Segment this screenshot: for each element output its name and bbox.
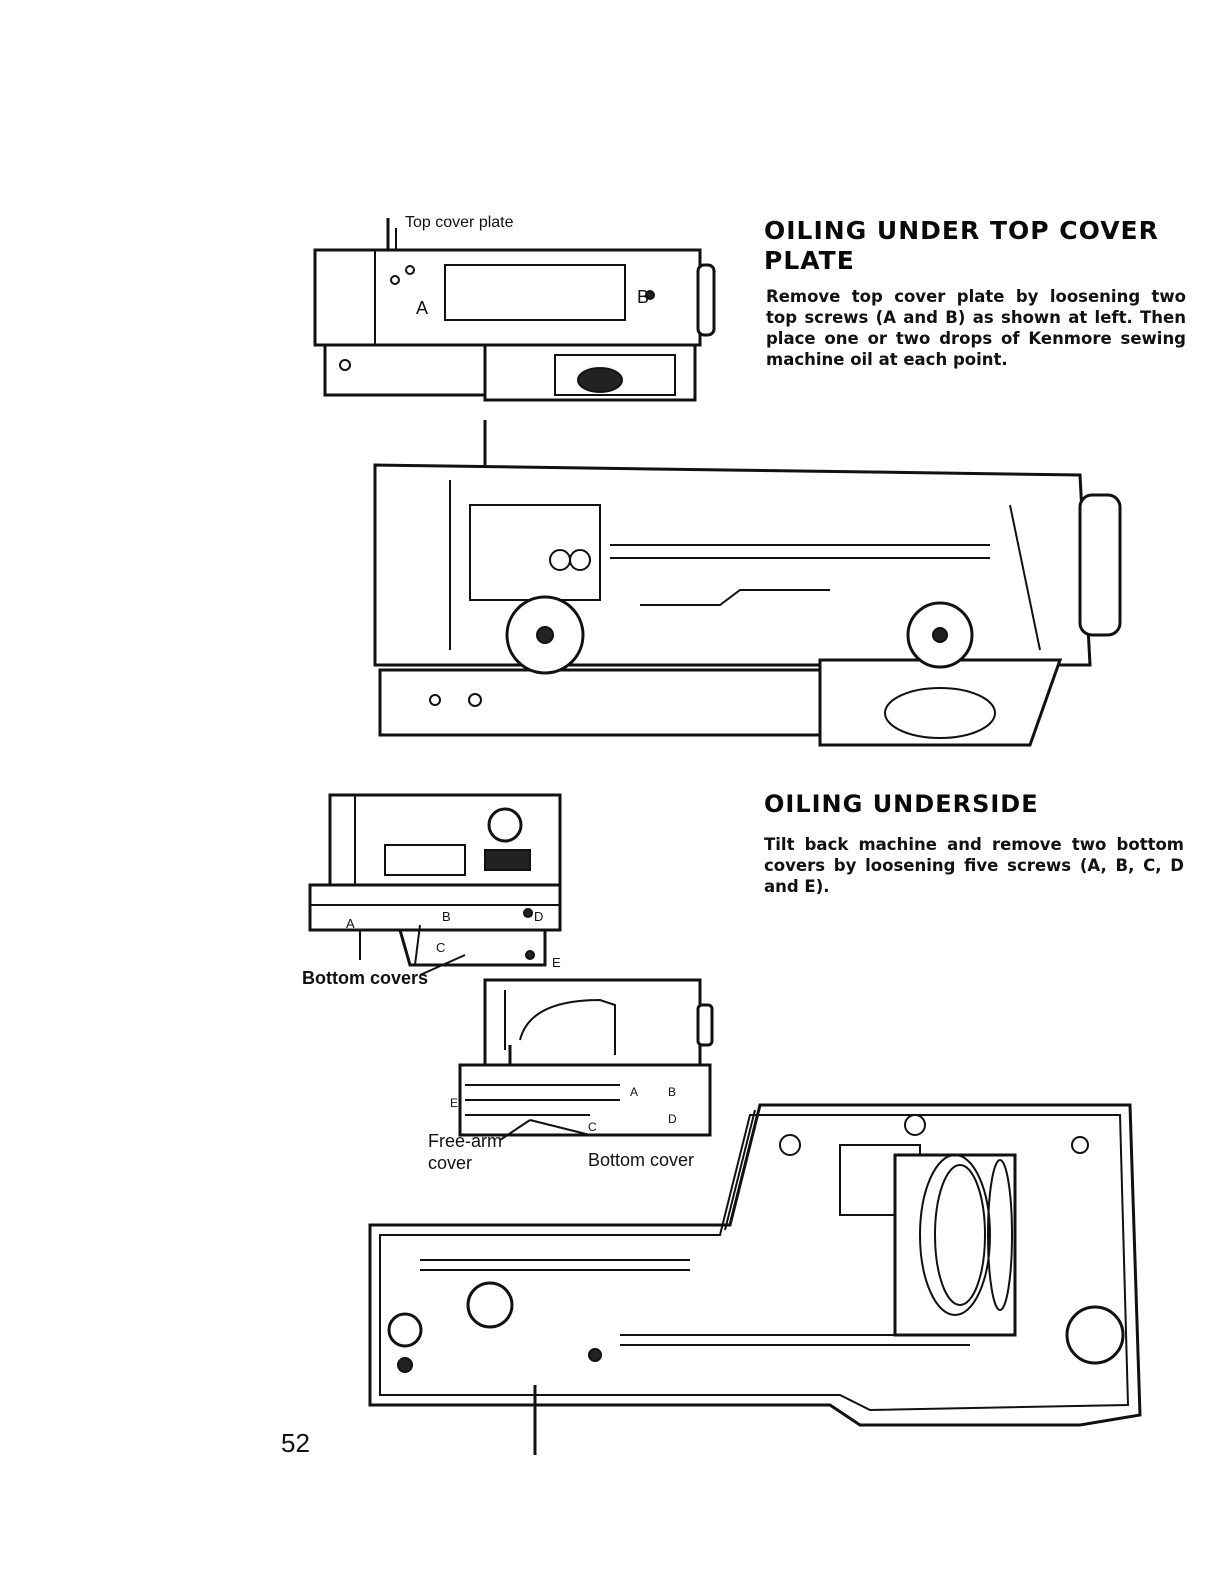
screw-label-b: B [442, 909, 451, 924]
screw-label-d: D [534, 909, 544, 924]
screw-label-e: E [450, 1096, 459, 1110]
section-heading-underside: OILING UNDERSIDE [764, 790, 1039, 818]
callout-free-arm-cover: Free-arm cover [428, 1131, 503, 1173]
screw-label-b: B [668, 1085, 677, 1099]
machine-outline-top-view [313, 218, 716, 402]
figure-top-cover-plate [313, 218, 716, 402]
screw-label-b: B [637, 287, 650, 307]
figure-mechanism-under-top-cover [373, 420, 1122, 747]
callout-top-cover-plate: Top cover plate [405, 214, 514, 231]
callout-bottom-cover: Bottom cover [588, 1150, 695, 1170]
screw-label-a: A [416, 298, 429, 318]
machine-free-arm-outline [458, 978, 714, 1141]
screw-label-e: E [552, 955, 561, 970]
machine-interior-outline [373, 420, 1122, 747]
figure-underside-mechanism [368, 1103, 1142, 1455]
screw-label-c: C [436, 940, 446, 955]
screw-label-d: D [668, 1112, 677, 1126]
section-body-top-cover: Remove top cover plate by loosening two … [766, 287, 1186, 369]
screw-label-a: A [630, 1085, 639, 1099]
figure-bottom-covers [308, 793, 562, 976]
section-body-underside: Tilt back machine and remove two bottom … [764, 835, 1184, 896]
screw-label-c: C [588, 1120, 597, 1134]
section-heading-top-cover: OILING UNDER TOP COVER PLATE [764, 216, 1159, 275]
screw-label-a: A [346, 916, 355, 931]
figure-free-arm-cover [458, 978, 714, 1141]
page-number: 52 [281, 1428, 310, 1458]
callout-bottom-covers: Bottom covers [302, 968, 429, 988]
machine-underside-outline [368, 1103, 1142, 1455]
machine-tilted-outline [308, 793, 562, 976]
